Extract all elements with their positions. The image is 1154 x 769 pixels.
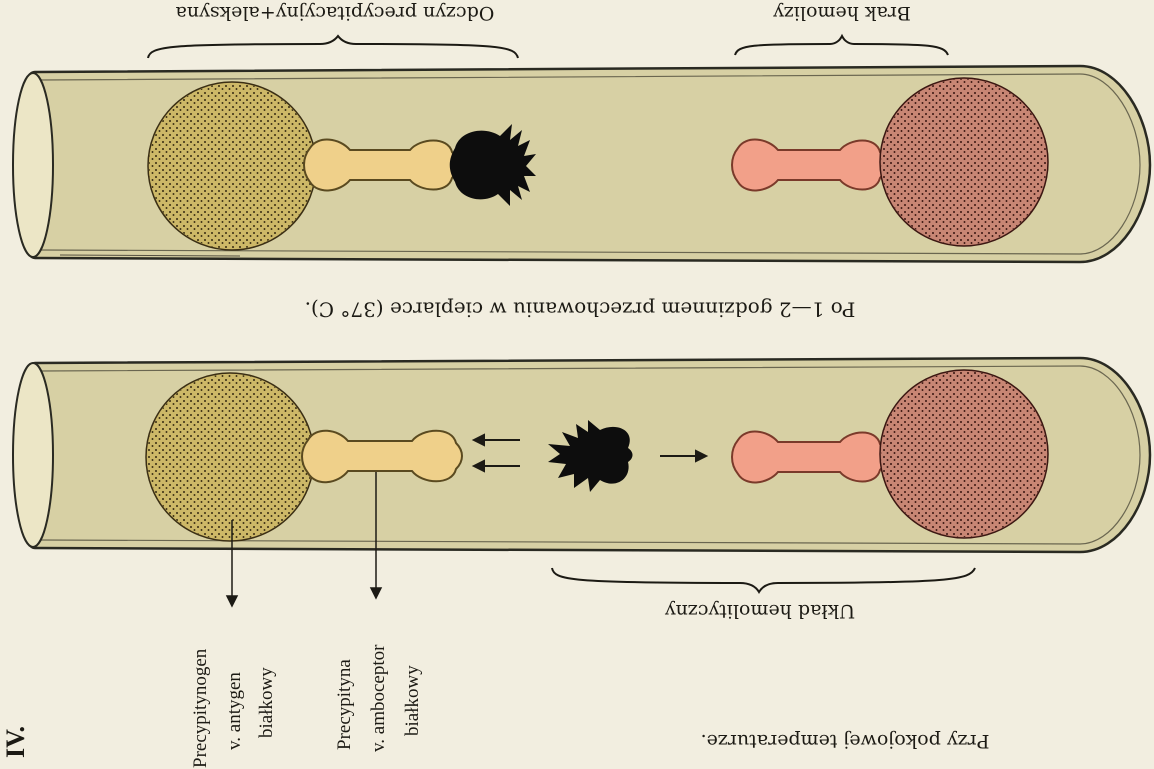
precipitinogen-line-3: białkowy: [256, 667, 277, 738]
top-test-tube: [13, 66, 1150, 262]
top-left-caption: Odczyn precypitacyjny+aleksyna: [176, 2, 495, 24]
bottom-system-brace: [552, 568, 975, 592]
bottom-red-blood-cell-dots: [881, 371, 1047, 537]
bottom-antigen-cell-dots: [147, 374, 313, 540]
top-right-caption: Brak hemolizy: [773, 2, 911, 24]
precipitin-label: Precypityna v. amboceptor białkowy: [334, 644, 423, 752]
top-red-blood-cell-dots: [881, 79, 1047, 245]
top-antigen-cell-dots: [149, 83, 315, 249]
bottom-test-tube: [13, 358, 1150, 552]
precipitin-line-1: Precypityna: [334, 659, 355, 750]
top-tube-opening: [13, 73, 53, 257]
room-temperature-caption: Przy pokojowej temperaturze.: [701, 730, 990, 752]
bottom-tube-opening: [13, 363, 53, 547]
hemolytic-system-caption: Układ hemolityczny: [665, 600, 856, 622]
plate-number-label: IV.: [1, 726, 30, 758]
precipitinogen-line-2: v. antygen: [224, 672, 245, 750]
precipitin-line-3: białkowy: [402, 665, 423, 736]
precipitin-line-2: v. amboceptor: [368, 644, 389, 752]
precipitinogen-line-1: Precypitynogen: [190, 648, 211, 768]
precipitinogen-label: Precypitynogen v. antygen białkowy: [190, 648, 277, 768]
middle-caption: Po 1—2 godzinnem przechowaniu w cieplarc…: [305, 298, 856, 322]
top-right-brace: [735, 36, 948, 55]
top-left-brace: [148, 36, 518, 58]
